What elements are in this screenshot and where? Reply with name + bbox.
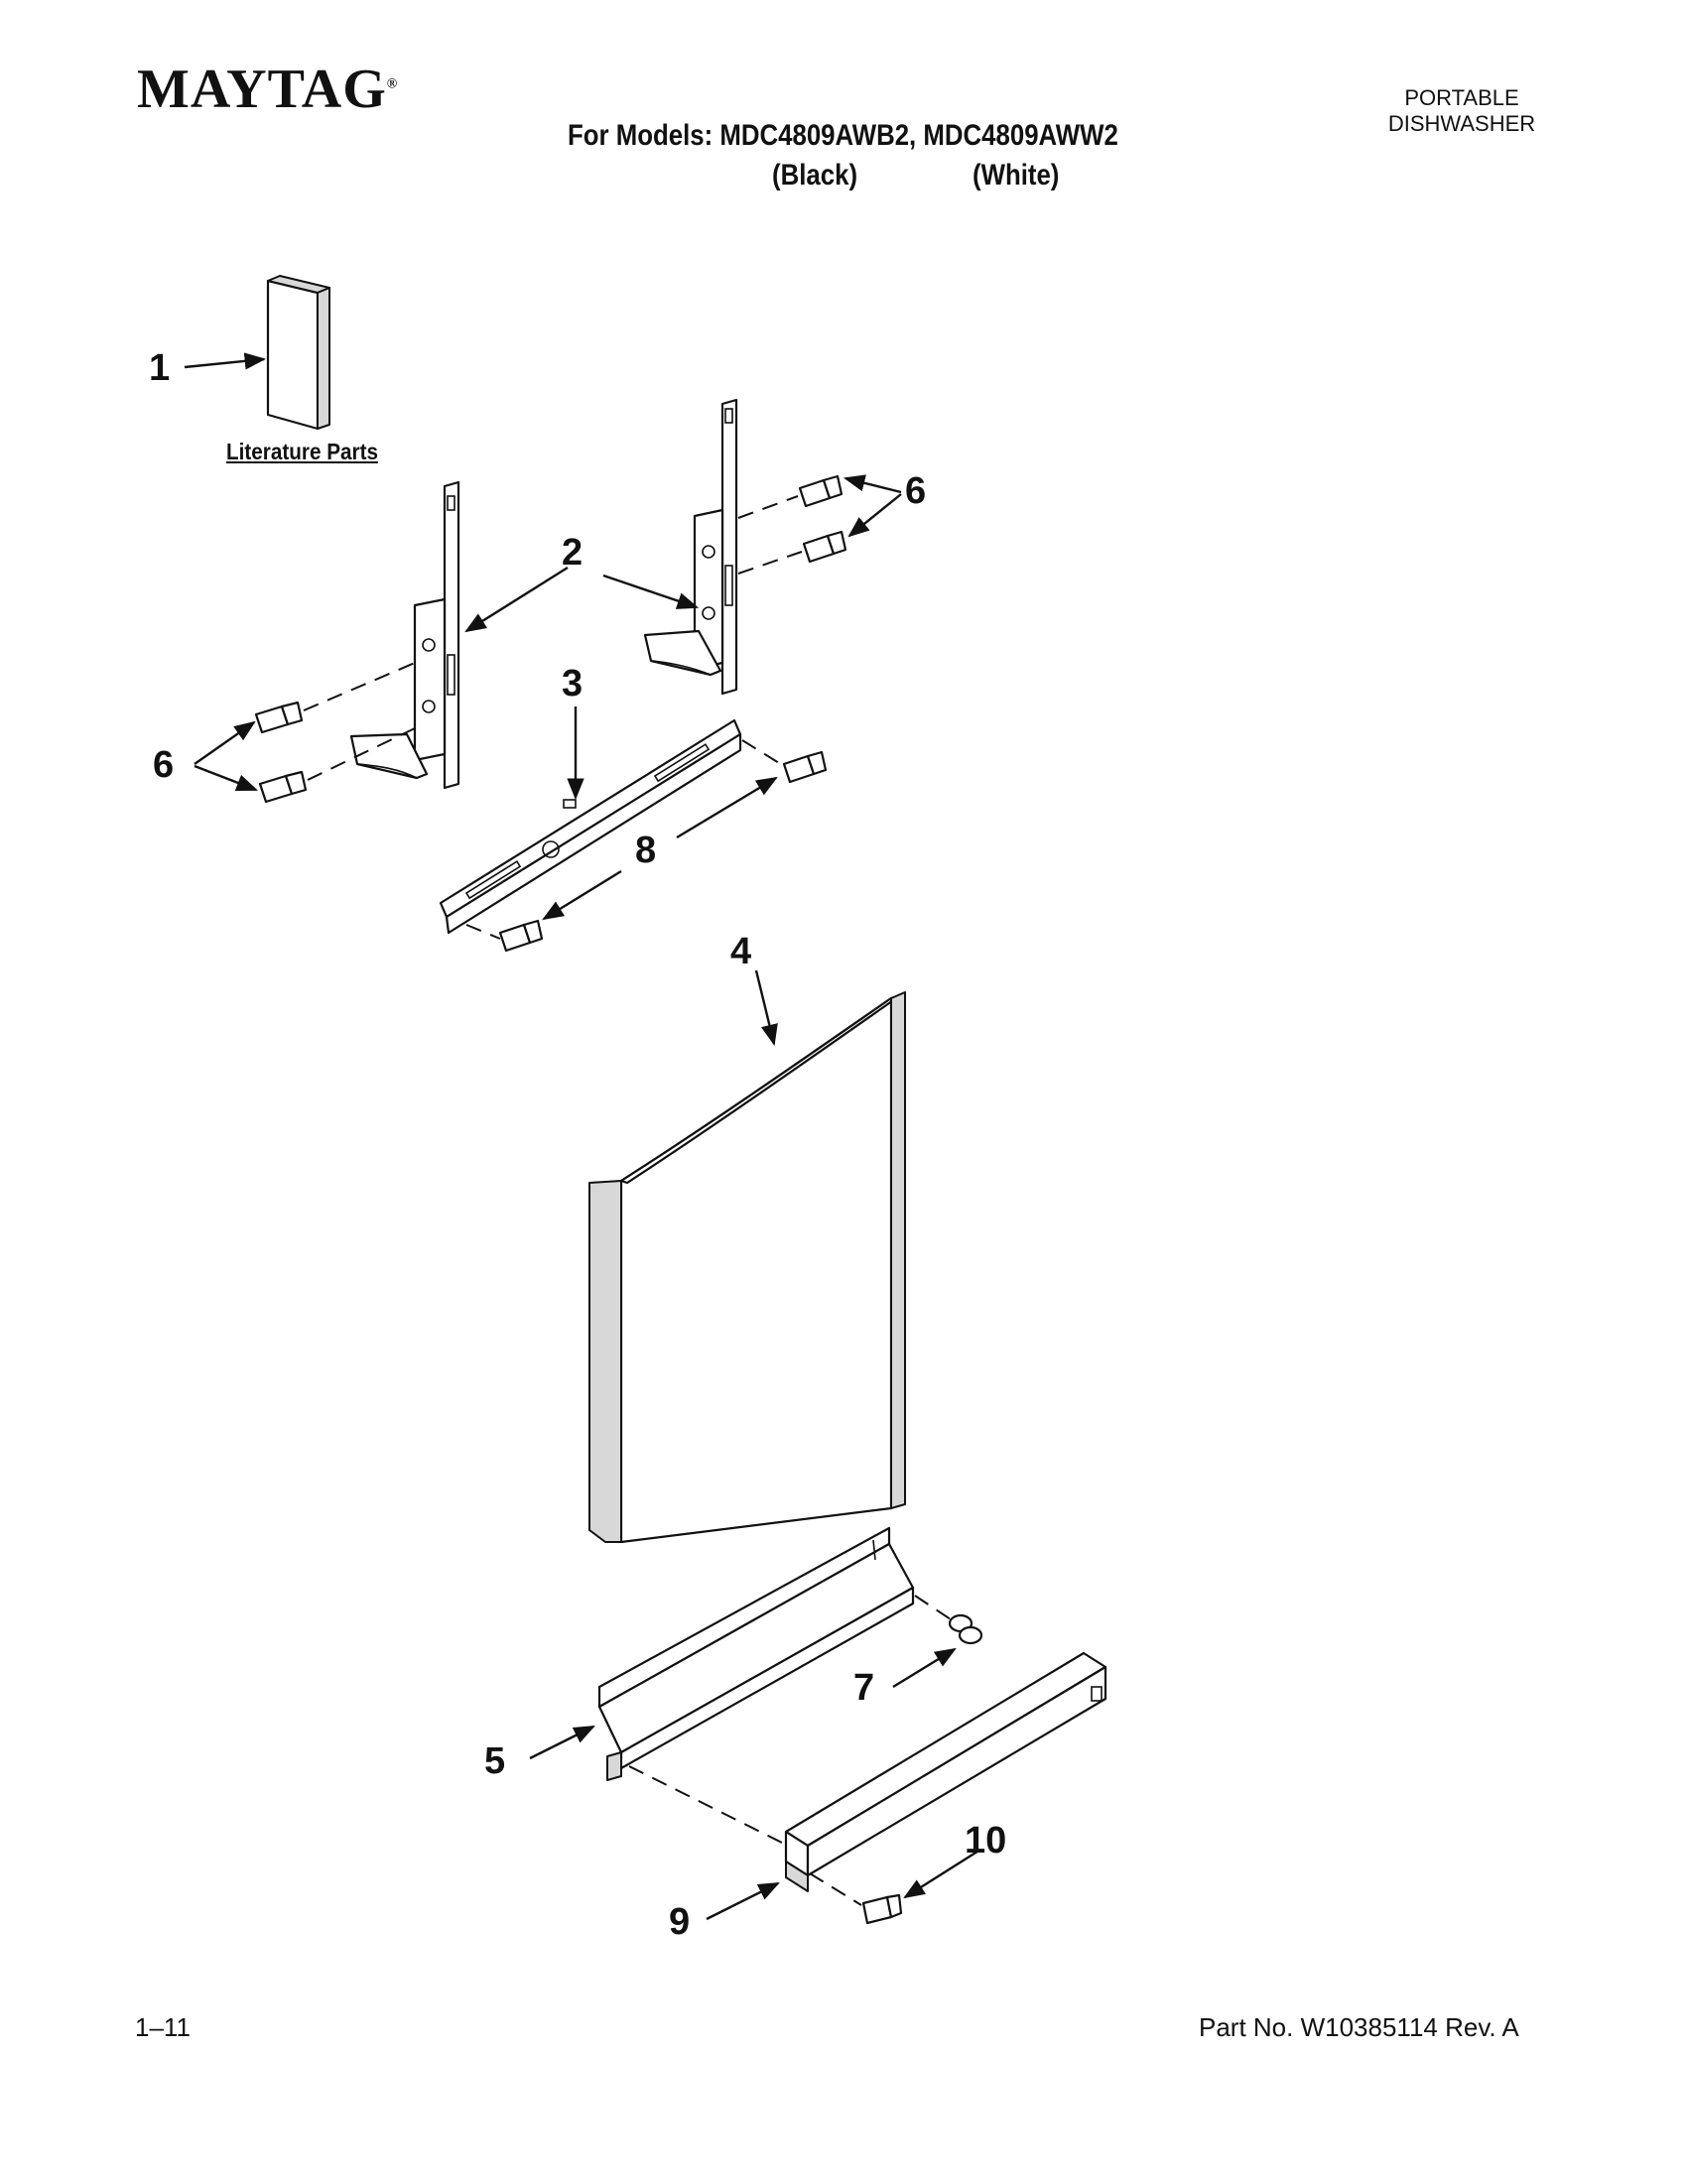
callout-3: 3: [562, 663, 584, 705]
part-10-screw: [861, 1893, 903, 1925]
callout-9: 9: [669, 1901, 691, 1943]
part-1-literature: [266, 275, 330, 431]
product-type-line1: PORTABLE: [1404, 85, 1519, 110]
callout-5: 5: [484, 1740, 506, 1782]
page-number: 1–11: [135, 2012, 191, 2042]
part-2-hinge-left: [349, 480, 460, 790]
callout-6-right: 6: [905, 470, 927, 512]
callout-1: 1: [149, 347, 171, 389]
part-3-bracket: [439, 718, 742, 935]
variant-black: (Black): [772, 159, 858, 192]
part-9-toe-kick: [784, 1651, 1107, 1892]
part-5-lower-panel: [597, 1526, 915, 1781]
part-6-screws-left: [254, 701, 308, 804]
callout-7: 7: [853, 1667, 875, 1709]
product-type: PORTABLE DISHWASHER: [1367, 85, 1556, 137]
part-4-door-panel: [588, 991, 906, 1544]
part-7-clip: [948, 1613, 983, 1645]
models-line: For Models: MDC4809AWB2, MDC4809AWW2: [568, 119, 1118, 152]
callout-4: 4: [730, 931, 752, 972]
part-8-screws: [498, 750, 828, 953]
brand-logo: MAYTAG®: [137, 59, 399, 120]
callout-10: 10: [965, 1820, 1007, 1862]
callout-2: 2: [562, 532, 584, 574]
callout-8: 8: [635, 830, 657, 871]
callout-6-left: 6: [153, 744, 175, 786]
part-number: Part No. W10385114 Rev. A: [1199, 2012, 1519, 2042]
part-2-hinge-right: [643, 398, 738, 696]
variant-white: (White): [973, 159, 1060, 192]
product-type-line2: DISHWASHER: [1387, 111, 1536, 136]
literature-parts-label: Literature Parts: [226, 439, 379, 464]
part-6-screws-right: [798, 474, 847, 564]
